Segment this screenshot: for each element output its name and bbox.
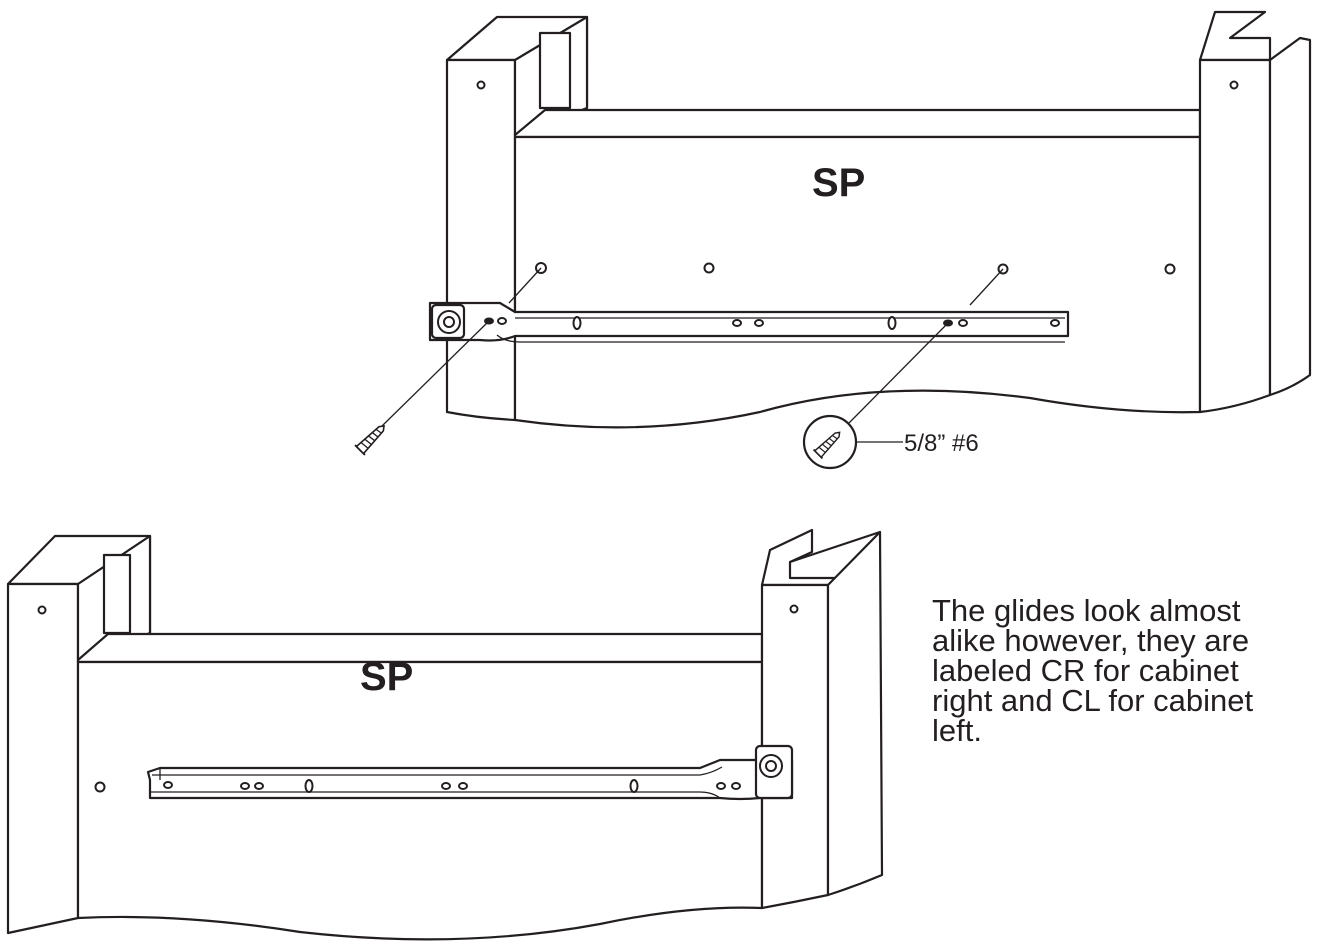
- bottom-panel-label: SP: [360, 655, 413, 699]
- loose-screw: [354, 420, 390, 456]
- top-bottom-rail: [513, 108, 1202, 139]
- top-panel-label: SP: [812, 161, 865, 205]
- bottom-drawer-glide: [146, 744, 794, 801]
- top-screw-guide-lines: [381, 267, 1004, 427]
- screw-size-label: 5/8” #6: [904, 430, 979, 457]
- bottom-left-side-panel: [6, 534, 152, 935]
- bottom-bottom-rail: [76, 632, 764, 664]
- top-cabinet-assembly: 5/8” #6 SP: [354, 10, 1312, 470]
- screw-callout: 5/8” #6: [802, 414, 979, 470]
- bottom-cabinet-assembly: SP: [6, 528, 884, 941]
- top-drawer-glide: [428, 301, 1070, 343]
- glide-orientation-note: The glides look almost alike however, th…: [932, 596, 1254, 748]
- bottom-center-panel: [76, 660, 764, 941]
- bottom-right-side-panel: [760, 528, 884, 910]
- top-right-side-panel: [1198, 10, 1312, 414]
